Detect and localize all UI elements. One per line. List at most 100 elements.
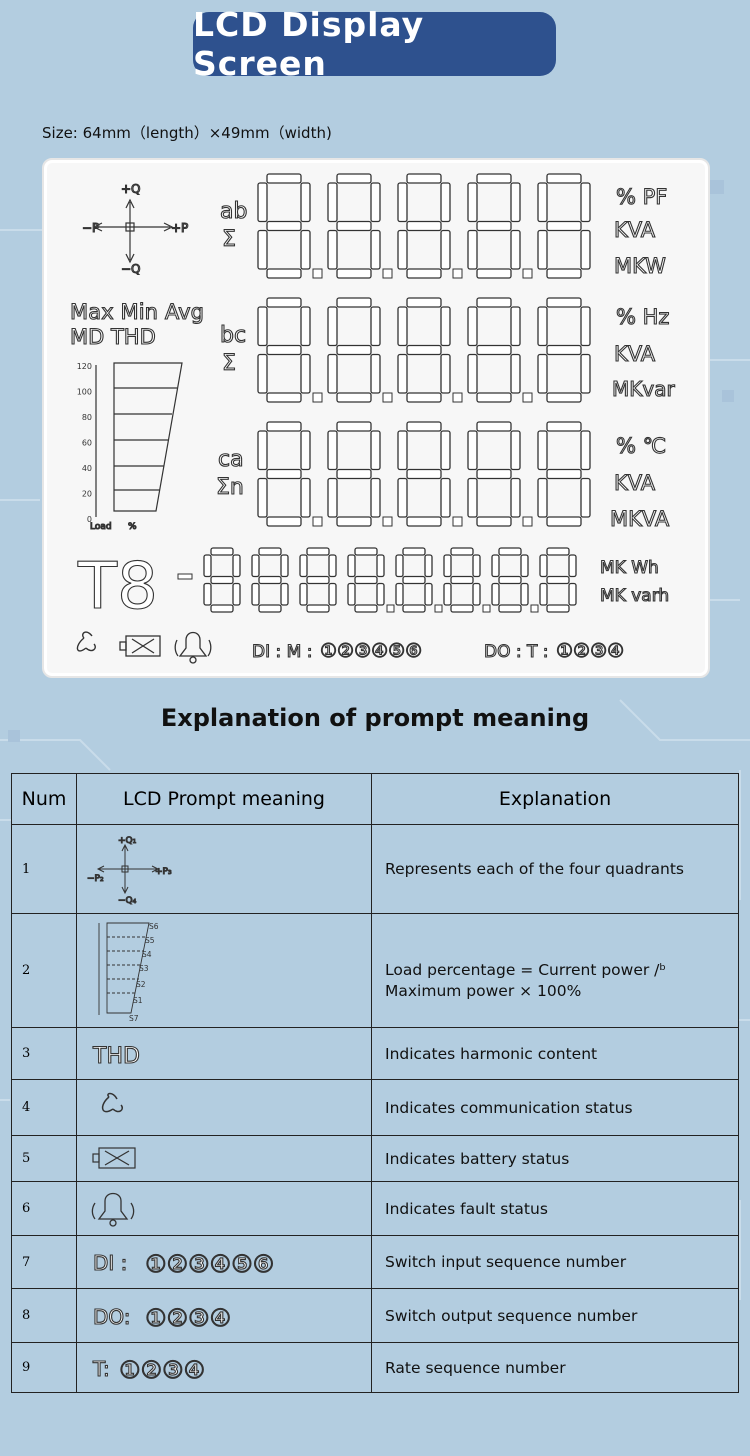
load-bar-graph [95, 362, 183, 517]
seven-segment-digit [491, 547, 539, 613]
load-tick-label: 20 [82, 490, 92, 499]
row-explanation: Rate sequence number [371, 1342, 739, 1393]
di-numbers: ①②③④⑤⑥ [320, 640, 422, 662]
prompt-t: T: ①②③④ [76, 1342, 372, 1393]
seven-segment-digit [203, 547, 241, 613]
do-numbers: ①②③④ [556, 640, 624, 662]
load-tick-label: 0 [87, 515, 92, 524]
row1-unit-2: KVA [614, 218, 656, 242]
seg-s7: S7 [129, 1014, 139, 1023]
lcd-digit-group [203, 173, 591, 613]
t-prompt-numbers: ①②③④ [119, 1356, 205, 1384]
seven-segment-digit [467, 173, 533, 279]
table-row: 3 THD Indicates harmonic content [11, 1027, 739, 1080]
do-prompt-label: DO: [93, 1305, 131, 1329]
seven-segment-digit [257, 173, 323, 279]
explanation-table: Num LCD Prompt meaning Explanation 1 +Q₁… [11, 773, 739, 1393]
seg-s3: S3 [139, 964, 149, 973]
t-prompt-label: T: [92, 1357, 110, 1381]
load-tick-label: 100 [77, 388, 92, 397]
row3-unit-1: % ℃ [616, 434, 666, 458]
alarm-bell-icon [91, 1192, 135, 1227]
seven-segment-digit [537, 421, 591, 527]
seg-s4: S4 [142, 950, 152, 959]
page-title: LCD Display Screen [193, 5, 556, 83]
seg-s5: S5 [145, 936, 155, 945]
quadrant-plus-p: +P [171, 221, 188, 235]
prompt-phone [76, 1079, 372, 1136]
seven-segment-digit [467, 297, 533, 403]
row-num: 3 [11, 1027, 77, 1080]
section-title: Explanation of prompt meaning [160, 704, 590, 732]
row3-prefix-ca: ca [218, 447, 244, 472]
quadrant-p2: −P₂ [87, 874, 104, 884]
row-explanation: Switch input sequence number [371, 1235, 739, 1289]
bottom-prefix: T8 [77, 550, 158, 624]
row-num: 5 [11, 1135, 77, 1182]
seven-segment-digit [257, 421, 323, 527]
row1-prefix-sigma: Σ [222, 227, 236, 252]
seven-segment-digit [327, 173, 393, 279]
seg-s2: S2 [136, 980, 146, 989]
row-num: 7 [11, 1235, 77, 1289]
quadrant-q4: −Q₄ [118, 896, 137, 906]
prompt-do: DO: ①②③④ [76, 1288, 372, 1343]
row2-unit-3: MKvar [612, 377, 675, 401]
row2-prefix-bc: bc [220, 323, 246, 348]
modes-line2: MD THD [70, 325, 156, 349]
load-bar-icon: S6 S5 S4 S3 S2 S1 S7 [98, 922, 159, 1023]
table-row: 9 T: ①②③④ Rate sequence number [11, 1342, 739, 1393]
load-label: Load [90, 522, 112, 532]
seven-segment-digit [537, 297, 591, 403]
table-row: 4 Indicates communication status [11, 1079, 739, 1136]
prompt-quadrant: +Q₁ −Q₄ −P₂ +P₃ [76, 824, 372, 914]
load-percent: % [128, 522, 137, 532]
phone-icon [101, 1092, 124, 1112]
row3-unit-3: MKVA [610, 507, 670, 531]
thd-text: THD [92, 1044, 140, 1069]
row2-unit-2: KVA [614, 342, 656, 366]
seven-segment-digit [467, 421, 533, 527]
row-num: 1 [11, 824, 77, 914]
do-label: DO : T : [484, 642, 549, 662]
quadrant-minus-q: −Q [121, 262, 141, 276]
row-explanation: Represents each of the four quadrants [371, 824, 739, 914]
battery-icon [92, 1146, 136, 1169]
prompt-bell [76, 1181, 372, 1236]
seg-s1: S1 [133, 996, 143, 1005]
seven-segment-digit [443, 547, 491, 613]
bottom-unit-2: MK varh [600, 586, 669, 606]
di-prompt-label: DI : [93, 1251, 127, 1275]
row3-prefix-sigma-n: Σn [216, 475, 244, 500]
row-num: 2 [11, 913, 77, 1028]
table-row: 6 Indicates fault status [11, 1181, 739, 1236]
row-explanation: Load percentage = Current power /ᵇ Maxim… [371, 913, 739, 1028]
load-tick-label: 60 [82, 439, 92, 448]
quadrant-q1: +Q₁ [118, 836, 137, 846]
seven-segment-digit [395, 547, 443, 613]
load-tick-label: 120 [77, 362, 92, 371]
quadrant-minus-p: −P [82, 221, 99, 235]
quadrant-plus-q: +Q [121, 182, 141, 196]
phone-icon [76, 631, 96, 652]
load-tick-label: 40 [82, 464, 92, 473]
seven-segment-digit [397, 421, 463, 527]
row1-prefix-ab: ab [220, 199, 247, 224]
seven-segment-digit [347, 547, 395, 613]
di-prompt-numbers: ①②③④⑤⑥ [145, 1250, 274, 1278]
prompt-battery [76, 1135, 372, 1182]
row-explanation: Indicates fault status [371, 1181, 739, 1236]
lcd-segments: +Q −Q −P +P ab Σ bc Σ ca Σn % PF KVA MKW… [69, 173, 676, 664]
table-row: 2 S6 S5 S4 S3 S2 S1 S7 [11, 913, 739, 1028]
row-explanation: Indicates communication status [371, 1079, 739, 1136]
minus-sign-segment [177, 573, 193, 580]
row3-unit-2: KVA [614, 471, 656, 495]
quadrant-icon [92, 198, 174, 264]
row-explanation: Indicates battery status [371, 1135, 739, 1182]
seven-segment-digit [327, 297, 393, 403]
lcd-panel: +Q −Q −P +P ab Σ bc Σ ca Σn % PF KVA MKW… [42, 158, 710, 678]
alarm-bell-icon [174, 631, 212, 664]
row2-prefix-sigma: Σ [222, 351, 236, 376]
seven-segment-digit [537, 173, 591, 279]
